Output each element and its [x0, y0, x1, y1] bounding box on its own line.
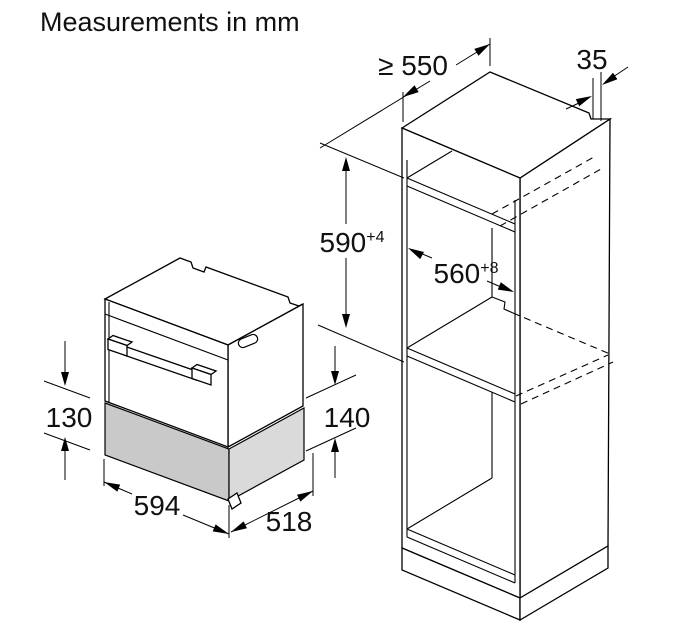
dim-518-label: 518 [266, 506, 313, 537]
dim-depth: 518 [230, 453, 314, 537]
dim-cabinet-depth: ≥ 550 [319, 38, 491, 149]
diagram-title: Measurements in mm [40, 7, 300, 37]
lower-box-corner-step [227, 492, 242, 510]
dim-niche-height-label: 590+4 [320, 227, 385, 258]
dim-niche-width-label: 560+8 [434, 258, 499, 289]
dim-side-panel: 35 [565, 44, 629, 121]
dim-lower-box-height: 130 [43, 341, 93, 480]
dim-unit-height: 140 [305, 346, 371, 478]
dim-niche-width: 560+8 [408, 248, 514, 292]
cabinet-plinth-side [519, 544, 609, 622]
dim-130-label: 130 [46, 402, 93, 433]
dim-niche-height: 590+4 [317, 142, 405, 363]
dim-min-depth-label: ≥ 550 [378, 50, 448, 81]
lower-box-side [228, 406, 305, 503]
dim-594-label: 594 [134, 490, 181, 521]
drawer-front-face [104, 298, 229, 448]
drawer-handle [106, 334, 218, 386]
side-grip-cutout [237, 333, 259, 349]
cabinet-drawing: ≥ 550 35 590+4 560+8 [317, 38, 629, 622]
cabinet-side-panel [519, 117, 611, 600]
dim-35-label: 35 [576, 44, 607, 75]
dim-140-label: 140 [324, 402, 371, 433]
dim-width: 594 [103, 459, 230, 538]
drawer-unit-drawing: 130 140 594 [43, 257, 371, 538]
cabinet-front-frame [401, 127, 521, 599]
cabinet-hidden-edges [491, 156, 614, 405]
cabinet-interior-lines [406, 150, 516, 584]
